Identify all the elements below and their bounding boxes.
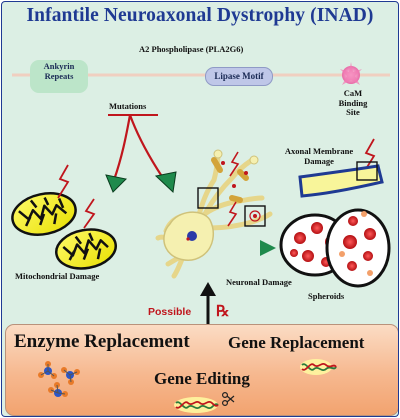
treatment-enzyme-replacement: Enzyme Replacement xyxy=(14,331,190,352)
mutations-label: Mutations xyxy=(109,101,147,111)
zoom-box-2 xyxy=(244,205,266,227)
treatment-gene-editing: Gene Editing xyxy=(154,369,250,388)
scissors-icon xyxy=(221,391,235,407)
mitochondrial-damage-label: Mitochondrial Damage xyxy=(15,271,100,281)
spheroid-right xyxy=(325,208,391,288)
treatment-gene-replacement: Gene Replacement xyxy=(228,333,365,352)
domain-ankyrin-repeats: Ankyrin Repeats xyxy=(30,60,88,93)
dna-icon-gene-editing xyxy=(174,397,219,413)
lightning-bolt-neuron-2 xyxy=(227,201,238,227)
neuron-cell xyxy=(155,149,273,279)
diagram-title: Infantile Neuroaxonal Dystrophy (INAD) xyxy=(26,5,374,26)
spheroids-label: Spheroids xyxy=(308,291,345,301)
mitochondrion-2 xyxy=(55,228,117,270)
axonal-membrane xyxy=(298,161,384,198)
enzyme-molecule-icon-2 xyxy=(61,367,80,385)
rx-symbol: ℞ xyxy=(216,302,230,320)
mitochondrion-1 xyxy=(11,192,77,236)
treatment-icons xyxy=(38,359,337,413)
possible-label: Possible xyxy=(148,306,192,318)
enzyme-molecule-icon-3 xyxy=(48,382,68,397)
domain-lipase-motif: Lipase Motif xyxy=(205,67,273,86)
lightning-bolt-mito-2 xyxy=(83,198,96,229)
mutations-arrows xyxy=(105,114,177,194)
protein-name: A2 Phospholipase (PLA2G6) xyxy=(139,44,244,54)
neuronal-damage-label: Neuronal Damage xyxy=(226,277,292,287)
zoom-box-1 xyxy=(197,187,219,209)
therapy-up-arrow xyxy=(200,282,216,328)
lightning-bolt-neuron-1 xyxy=(229,151,240,177)
lightning-bolt-mito-1 xyxy=(57,164,70,199)
lightning-bolt-axon xyxy=(363,138,376,173)
domain-cam-binding: CaM Binding Site xyxy=(338,88,368,118)
enzyme-molecule-icon-1 xyxy=(38,361,57,379)
cam-binding-icon xyxy=(340,62,362,85)
arrow-to-spheroids xyxy=(260,240,276,256)
dna-icon-gene-replacement xyxy=(300,359,337,375)
axonal-membrane-damage-label: Axonal Membrane Damage xyxy=(284,146,354,166)
treatment-panel: Enzyme Replacement Gene Replacement Gene… xyxy=(5,324,398,416)
